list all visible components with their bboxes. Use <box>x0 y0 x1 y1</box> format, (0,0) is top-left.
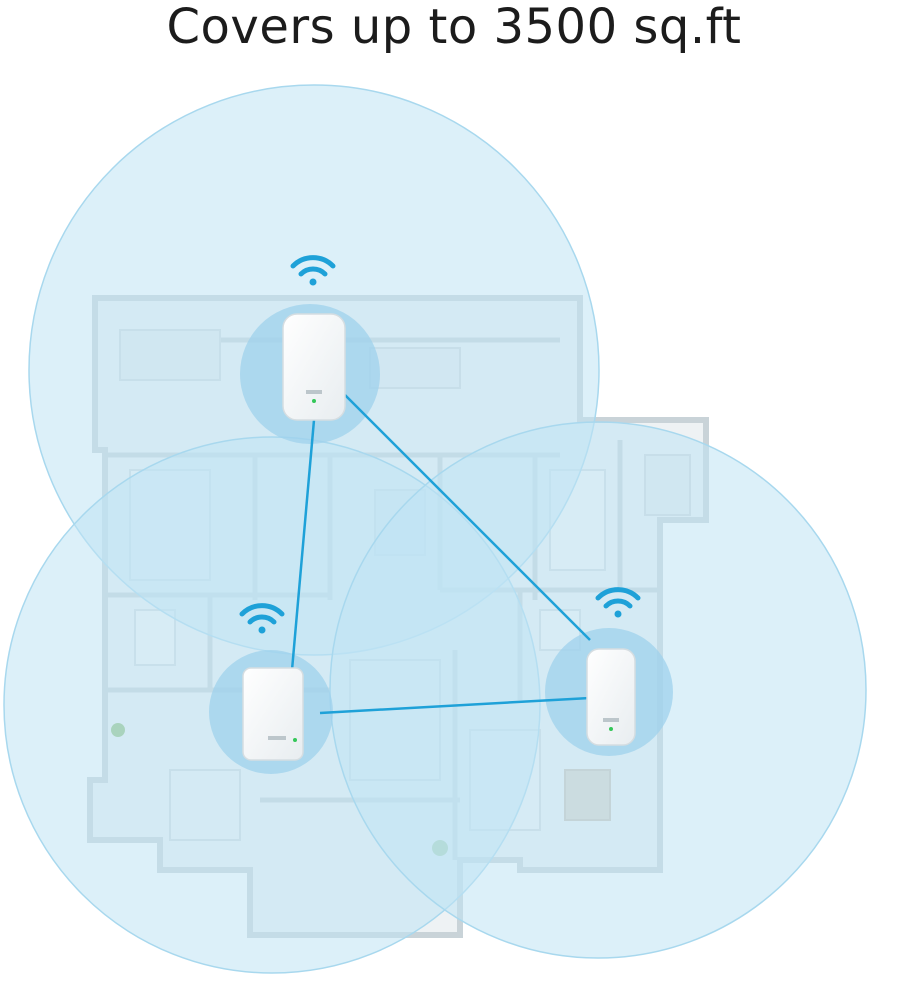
wifi-icon <box>239 603 285 634</box>
link-top-right <box>344 394 591 641</box>
mesh-node <box>586 648 636 746</box>
headline: Covers up to 3500 sq.ft <box>166 0 742 55</box>
mesh-node <box>242 667 304 761</box>
link-top-left <box>290 419 316 671</box>
mesh-node <box>282 313 346 421</box>
wifi-icon <box>595 587 641 618</box>
wifi-icon <box>290 255 336 286</box>
link-left-right <box>319 696 591 715</box>
coverage-zones <box>3 84 867 974</box>
mesh-links <box>290 394 591 715</box>
